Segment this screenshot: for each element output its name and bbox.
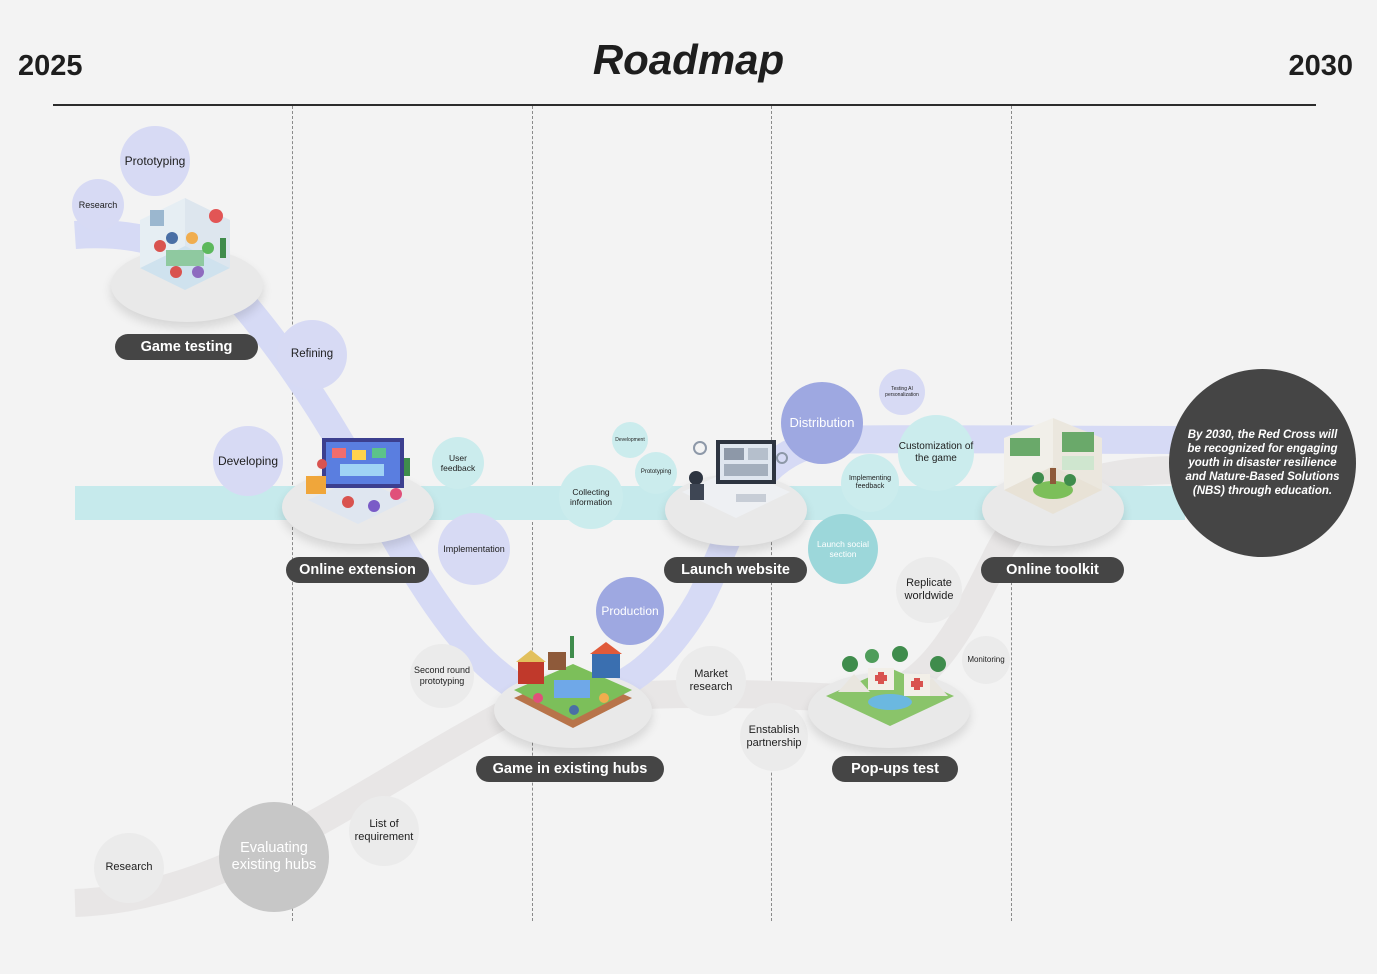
distribution-bubble: Distribution bbox=[781, 382, 863, 464]
online-extension-label: Online extension bbox=[286, 557, 429, 583]
toolkit-illustration bbox=[1004, 418, 1102, 514]
replicate-worldwide-bubble: Replicate worldwide bbox=[896, 557, 962, 623]
list-of-requirement-bubble: List of requirement bbox=[349, 796, 419, 866]
game-in-existing-hubs-label: Game in existing hubs bbox=[476, 756, 664, 782]
testing-ai-bubble: Testing AI personalization bbox=[879, 369, 925, 415]
prototyping-bubble: Prototyping bbox=[120, 126, 190, 196]
research-bottom-bubble: Research bbox=[94, 833, 164, 903]
production-bubble: Production bbox=[596, 577, 664, 645]
research-bubble: Research bbox=[72, 179, 124, 231]
start-year: 2025 bbox=[18, 50, 83, 82]
timeline-rule bbox=[53, 104, 1316, 106]
hubs-illustration bbox=[514, 636, 632, 728]
refining-bubble: Refining bbox=[277, 320, 347, 390]
game-testing-label: Game testing bbox=[115, 334, 258, 360]
launch-website-label: Launch website bbox=[664, 557, 807, 583]
launch-social-bubble: Launch social section bbox=[808, 514, 878, 584]
online-extension-illustration bbox=[306, 438, 410, 524]
user-feedback-bubble: User feedback bbox=[432, 437, 484, 489]
website-illustration bbox=[682, 440, 790, 518]
online-toolkit-label: Online toolkit bbox=[981, 557, 1124, 583]
game-testing-illustration bbox=[140, 198, 230, 290]
market-research-bubble: Market research bbox=[676, 646, 746, 716]
establish-partnership-bubble: Enstablish partnership bbox=[740, 703, 808, 771]
second-round-prototyping-bubble: Second round prototyping bbox=[410, 644, 474, 708]
implementing-feedback-bubble: Implementing feedback bbox=[841, 454, 899, 512]
evaluating-hubs-bubble: Evaluating existing hubs bbox=[219, 802, 329, 912]
page-title: Roadmap bbox=[592, 36, 785, 83]
monitoring-bubble: Monitoring bbox=[962, 636, 1010, 684]
pop-ups-illustration bbox=[826, 646, 954, 726]
vision-statement: By 2030, the Red Cross will be recognize… bbox=[1169, 369, 1356, 557]
customization-bubble: Customization of the game bbox=[898, 415, 974, 491]
implementation-bubble: Implementation bbox=[438, 513, 510, 585]
end-year: 2030 bbox=[1288, 50, 1353, 82]
pop-ups-test-label: Pop-ups test bbox=[832, 756, 958, 782]
development-bubble: Development bbox=[612, 422, 648, 458]
collecting-information-bubble: Collecting information bbox=[559, 465, 623, 529]
prototyping-web-bubble: Prototyping bbox=[635, 452, 677, 494]
developing-bubble: Developing bbox=[213, 426, 283, 496]
